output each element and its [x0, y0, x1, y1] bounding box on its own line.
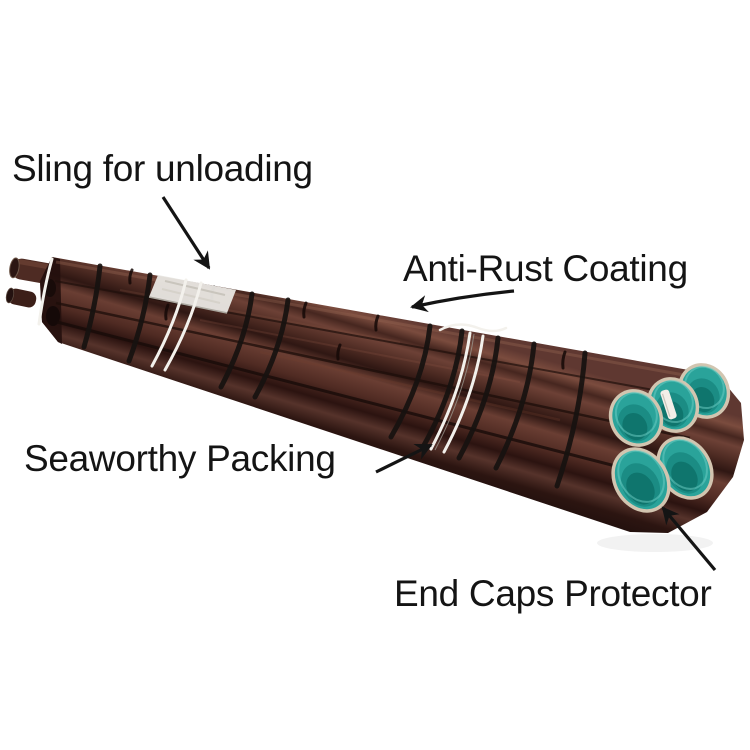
label-anti-rust-coating: Anti-Rust Coating [403, 248, 688, 289]
sling-wire-shadow [434, 333, 475, 451]
anti-rust-arrow [410, 289, 515, 313]
callout-arrows [161, 196, 717, 572]
sling-straps [37, 257, 508, 454]
pipe-bundle [40, 257, 744, 533]
end-cap [656, 436, 714, 500]
steel-straps [81, 263, 588, 489]
label-sling-for-unloading: Sling for unloading [12, 148, 313, 189]
sling-wrap [148, 275, 236, 314]
seaworthy-arrow [375, 443, 433, 474]
label-end-caps-protector: End Caps Protector [394, 573, 712, 614]
pipe-seams [54, 280, 704, 480]
cap-tag [660, 389, 677, 420]
far-pipe-opening [46, 306, 60, 326]
label-seaworthy-packing: Seaworthy Packing [24, 438, 336, 479]
end-caps-arrow [661, 506, 717, 572]
sling-arrow [161, 196, 211, 270]
end-cap [611, 447, 671, 513]
end-cap [608, 389, 664, 447]
pipe-stub-far-lower [5, 287, 37, 308]
ground-shadow [597, 534, 713, 552]
